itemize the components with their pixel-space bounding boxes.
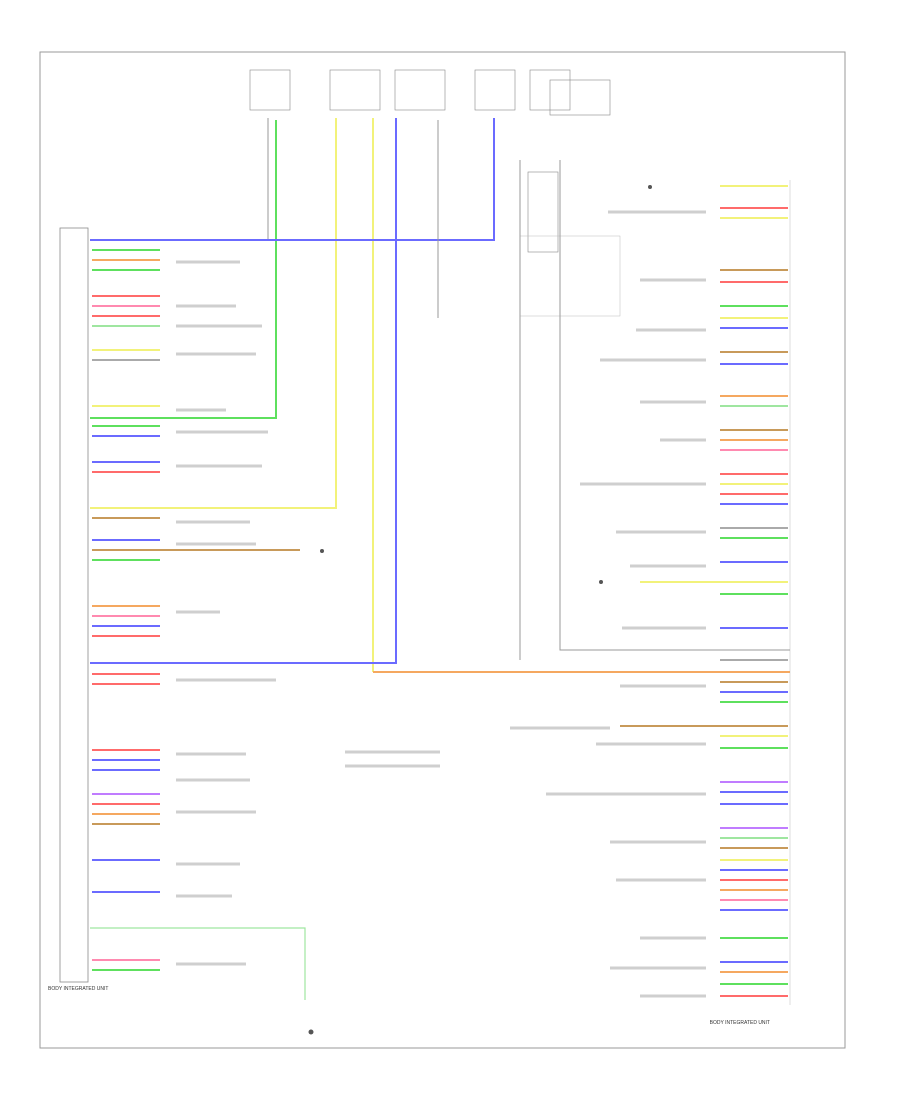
right-module-label: BODY INTEGRATED UNIT [710, 1020, 770, 1026]
fuse-group [249, 69, 611, 116]
relay-box [527, 171, 559, 253]
left-wire-stubs [92, 249, 300, 971]
left-connector-box [59, 227, 89, 983]
relay-frame [519, 235, 621, 317]
vertical-wires [90, 118, 790, 1000]
illegible-labels [176, 210, 706, 998]
ground-symbol [308, 185, 652, 1035]
diagram-frame [39, 51, 846, 1049]
left-module-label: BODY INTEGRATED UNIT [48, 986, 108, 992]
right-wire-stubs [620, 185, 788, 997]
